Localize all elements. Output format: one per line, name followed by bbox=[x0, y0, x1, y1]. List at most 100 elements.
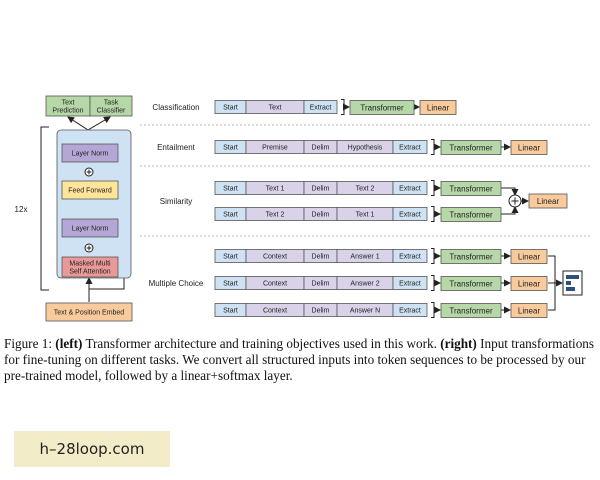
multiple-choice-row3-token-label: Extract bbox=[399, 307, 421, 314]
similarity-row1-token-shape bbox=[392, 181, 428, 195]
similarity-row2-transformer-shape bbox=[440, 207, 502, 222]
similarity-row1-transformer-label: Transformer bbox=[449, 184, 493, 193]
classification-row1-transformer: Transformer bbox=[349, 100, 415, 115]
layer-norm-bottom-shape bbox=[61, 218, 119, 238]
multiple-choice-row3-token: Start bbox=[214, 303, 247, 317]
entailment-row1-linear-label: Linear bbox=[518, 143, 541, 152]
watermark: h–28loop.com bbox=[14, 431, 170, 467]
classification-row1-token-label: Extract bbox=[310, 104, 332, 111]
text-position-embed-shape bbox=[45, 302, 133, 322]
similarity-row1-token: Text 2 bbox=[336, 181, 394, 195]
multiple-choice-row3-linear: Linear bbox=[510, 303, 548, 318]
multiple-choice-row1-linear-label: Linear bbox=[518, 252, 541, 261]
caption-part1: Transformer architecture and training ob… bbox=[85, 336, 437, 351]
multiple-choice-row1-transformer-shape bbox=[440, 249, 502, 264]
task-name-multiple-choice: Multiple Choice bbox=[149, 279, 204, 288]
classification-row1-token: Start bbox=[214, 100, 247, 114]
entailment-row1-token-label: Hypothesis bbox=[348, 144, 383, 151]
classification-bracket bbox=[341, 99, 345, 115]
similarity-row1-transformer: Transformer bbox=[440, 181, 502, 196]
multiple-choice-row1-linear: Linear bbox=[510, 249, 548, 264]
arrow-to-task-classifier bbox=[87, 116, 111, 131]
entailment-row1-token: Hypothesis bbox=[336, 140, 394, 154]
text-position-embed: Text & Position Embed bbox=[45, 302, 133, 322]
similarity-row2-token: Extract bbox=[392, 207, 428, 221]
multiple-choice-row1-token: Context bbox=[245, 249, 305, 263]
classification-row1-linear-label: Linear bbox=[427, 103, 450, 112]
arrow-to-text-prediction bbox=[67, 116, 89, 131]
similarity-row2-token: Start bbox=[214, 207, 247, 221]
similarity-merge-bottom bbox=[501, 206, 519, 215]
mc-arrow-to-softmax bbox=[548, 282, 562, 311]
multiple-choice-row3-token: Delim bbox=[303, 303, 338, 317]
similarity-row2-token-label: Start bbox=[223, 211, 238, 218]
multiple-choice-row2-transformer: Transformer bbox=[440, 276, 502, 291]
multiple-choice-row2-token: Extract bbox=[392, 276, 428, 290]
similarity-row2-token: Text 1 bbox=[336, 207, 394, 221]
layer-norm-top: Layer Norm bbox=[61, 143, 119, 163]
multiple-choice-row3-linear-shape bbox=[510, 303, 548, 318]
repeat-bracket bbox=[40, 126, 49, 291]
multiple-choice-row3-token-shape bbox=[392, 303, 428, 317]
multiple-choice-row3-token: Answer N bbox=[336, 303, 394, 317]
task-name-classification: Classification bbox=[152, 103, 199, 112]
softmax-bars-icon bbox=[562, 270, 583, 296]
masked-self-attention-shape bbox=[61, 256, 119, 278]
caption-left-tag: (left) bbox=[55, 336, 83, 351]
entailment-row1-linear: Linear bbox=[510, 140, 548, 155]
watermark-text: h–28loop.com bbox=[39, 440, 145, 458]
similarity-row2-token-label: Text 2 bbox=[266, 211, 285, 218]
figure-caption: Figure 1: (left) Transformer architectur… bbox=[4, 336, 596, 384]
multiple-choice-row3-token-label: Answer N bbox=[350, 307, 380, 314]
entailment-row1-token: Premise bbox=[245, 140, 305, 154]
multiple-choice-row1-linear-shape bbox=[510, 249, 548, 264]
similarity-linear-shape bbox=[528, 193, 568, 209]
multiple-choice-bracket bbox=[431, 275, 435, 291]
multiple-choice-row1-token-label: Context bbox=[263, 253, 287, 260]
repeat-count: 12x bbox=[15, 205, 28, 214]
multiple-choice-row1-token: Start bbox=[214, 249, 247, 263]
multiple-choice-row2-token: Context bbox=[245, 276, 305, 290]
multiple-choice-row1-token-label: Extract bbox=[399, 253, 421, 260]
feed-forward-label: Feed Forward bbox=[68, 187, 112, 194]
entailment-row1-token: Start bbox=[214, 140, 247, 154]
multiple-choice-row2-token: Delim bbox=[303, 276, 338, 290]
multiple-choice-row3-token: Context bbox=[245, 303, 305, 317]
classification-row1-token: Extract bbox=[303, 100, 338, 114]
classification-row1-transformer-label: Transformer bbox=[360, 103, 404, 112]
entailment-bracket bbox=[431, 139, 435, 155]
multiple-choice-row2-token-label: Extract bbox=[399, 280, 421, 287]
layer-norm-bottom: Layer Norm bbox=[61, 218, 119, 238]
multiple-choice-row2-transformer-label: Transformer bbox=[449, 279, 493, 288]
entailment-row1-linear-shape bbox=[510, 140, 548, 155]
similarity-bracket bbox=[431, 206, 435, 222]
similarity-row1-token-label: Text 1 bbox=[266, 185, 285, 192]
multiple-choice-row2-linear-label: Linear bbox=[518, 279, 541, 288]
similarity-row2-transformer-label: Transformer bbox=[449, 210, 493, 219]
entailment-row1-token-label: Extract bbox=[399, 144, 421, 151]
multiple-choice-row3-token-label: Context bbox=[263, 307, 287, 314]
multiple-choice-row1-transformer: Transformer bbox=[440, 249, 502, 264]
multiple-choice-row2-linear-shape bbox=[510, 276, 548, 291]
entailment-row1-transformer-label: Transformer bbox=[449, 143, 493, 152]
classification-row1-token-shape bbox=[303, 100, 338, 114]
similarity-row2-token-label: Delim bbox=[312, 211, 330, 218]
entailment-row1-token-label: Start bbox=[223, 144, 238, 151]
text-position-embed-label: Text & Position Embed bbox=[54, 309, 125, 316]
similarity-row2-token-label: Text 1 bbox=[356, 211, 375, 218]
similarity-row1-token-label: Start bbox=[223, 185, 238, 192]
multiple-choice-row1-token: Delim bbox=[303, 249, 338, 263]
feed-forward-shape bbox=[61, 180, 119, 200]
multiple-choice-row3-linear-label: Linear bbox=[518, 306, 541, 315]
residual-plus-top-icon bbox=[84, 167, 94, 177]
multiple-choice-row1-token: Extract bbox=[392, 249, 428, 263]
multiple-choice-row3-transformer-label: Transformer bbox=[449, 306, 493, 315]
task-name-entailment: Entailment bbox=[157, 143, 196, 152]
classification-row1-token-label: Start bbox=[223, 104, 238, 111]
caption-right-tag: (right) bbox=[440, 336, 477, 351]
multiple-choice-row1-token-label: Answer 1 bbox=[350, 253, 379, 260]
